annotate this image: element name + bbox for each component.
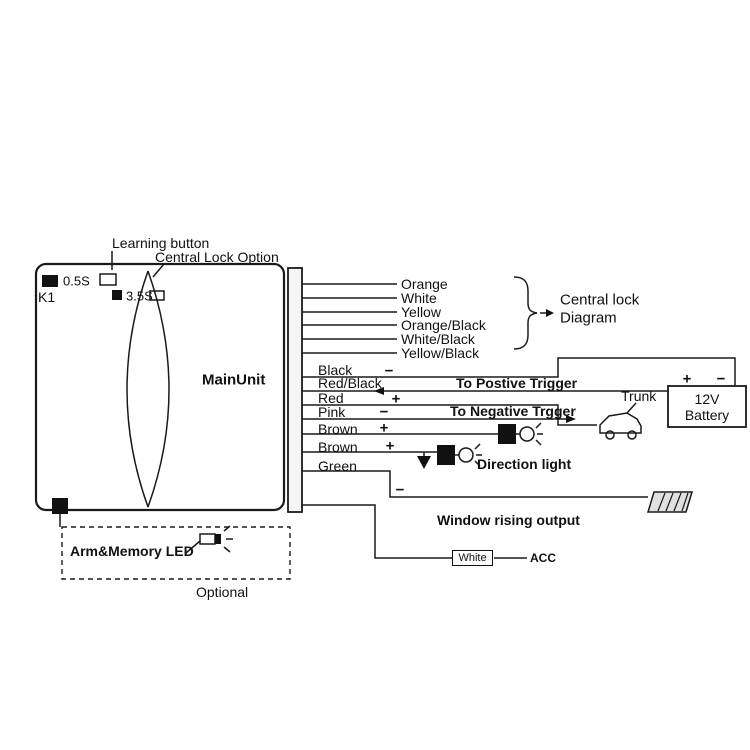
arm-memory-led-label: Arm&Memory LED bbox=[70, 543, 194, 559]
k1-label: K1 bbox=[38, 289, 56, 305]
timer-long-jumper bbox=[149, 290, 165, 301]
pink-arrowhead bbox=[566, 415, 576, 423]
timer-short-label: 0.5S bbox=[63, 273, 90, 289]
wire-label-orange: Orange bbox=[401, 276, 448, 292]
brace-arrowhead bbox=[546, 309, 554, 317]
central-lock-diagram-label-2: Diagram bbox=[560, 309, 617, 327]
wire-label-brown-1: Brown bbox=[318, 421, 358, 437]
wire-label-red-black: Red/Black bbox=[318, 375, 382, 391]
brown-wire-1-relay bbox=[302, 422, 543, 446]
central-lock-diagram-label-1: Central lock bbox=[560, 291, 640, 309]
main-unit-label: MainUnit bbox=[202, 371, 266, 389]
pink-wire-minus-sign: − bbox=[379, 403, 389, 421]
led-port bbox=[52, 498, 68, 514]
central-lock-brace bbox=[513, 276, 538, 350]
ground-arrowhead bbox=[417, 456, 431, 469]
positive-trigger-label: To Postive Trigger bbox=[456, 375, 578, 391]
acc-wire bbox=[302, 504, 527, 559]
window-output-label: Window rising output bbox=[437, 512, 580, 528]
k1-switch bbox=[112, 290, 122, 300]
battery-label-battery: Battery bbox=[684, 407, 730, 423]
optional-caption: Optional bbox=[196, 584, 249, 600]
main-unit-box bbox=[34, 262, 286, 512]
timer-short-jumper bbox=[99, 273, 117, 286]
learning-button-switch bbox=[42, 275, 58, 287]
black-wire-minus-sign: − bbox=[384, 362, 394, 380]
redblack-arrowhead bbox=[374, 387, 384, 395]
brown-wire-2-relay bbox=[302, 443, 482, 469]
window-switch-icon bbox=[646, 491, 694, 513]
wire-label-red: Red bbox=[318, 390, 344, 406]
direction-light-label: Direction light bbox=[477, 456, 572, 472]
learning-button-label: Learning button bbox=[112, 235, 210, 251]
timer-long-label: 3.5S bbox=[126, 288, 153, 304]
wire-label-brown-2: Brown bbox=[318, 439, 358, 455]
acc-label: ACC bbox=[530, 551, 556, 565]
optional-dashed-box bbox=[61, 526, 291, 580]
led-icon bbox=[185, 525, 233, 554]
wire-label-white: White bbox=[401, 290, 437, 306]
brown1-wire-plus-sign: + bbox=[379, 419, 389, 437]
white-wire-tag: White bbox=[452, 550, 493, 566]
lens-shape bbox=[126, 270, 170, 508]
wire-label-green: Green bbox=[318, 458, 357, 474]
white-wire-tag-text: White bbox=[458, 552, 487, 564]
red-wire bbox=[302, 404, 597, 426]
negative-trigger-label: To Negative Trgger bbox=[450, 403, 576, 419]
label-pointer-lines bbox=[111, 251, 165, 278]
wire-label-yellow: Yellow bbox=[401, 304, 441, 320]
central-lock-option-label: Central Lock Option bbox=[155, 249, 279, 265]
lock-wires bbox=[302, 283, 397, 354]
wire-label-orange-black: Orange/Black bbox=[401, 317, 486, 333]
green-wire bbox=[302, 470, 648, 498]
red-wire-plus-sign: + bbox=[391, 390, 401, 408]
connector-strip bbox=[287, 267, 303, 513]
battery-box bbox=[667, 385, 747, 428]
brown2-wire-plus-sign: + bbox=[385, 437, 395, 455]
wire-label-white-black: White/Black bbox=[401, 331, 475, 347]
window-wire-minus-sign: − bbox=[395, 481, 405, 499]
wire-label-black: Black bbox=[318, 362, 353, 378]
battery-minus-sign: − bbox=[716, 370, 726, 388]
trunk-car-icon bbox=[599, 402, 642, 440]
trunk-label: Trunk bbox=[621, 388, 657, 404]
black-wire bbox=[302, 357, 736, 386]
battery-plus-sign: + bbox=[682, 370, 692, 388]
battery-label-12v: 12V bbox=[694, 391, 720, 407]
wire-label-yellow-black: Yellow/Black bbox=[401, 345, 480, 361]
wire-label-pink: Pink bbox=[318, 404, 346, 420]
